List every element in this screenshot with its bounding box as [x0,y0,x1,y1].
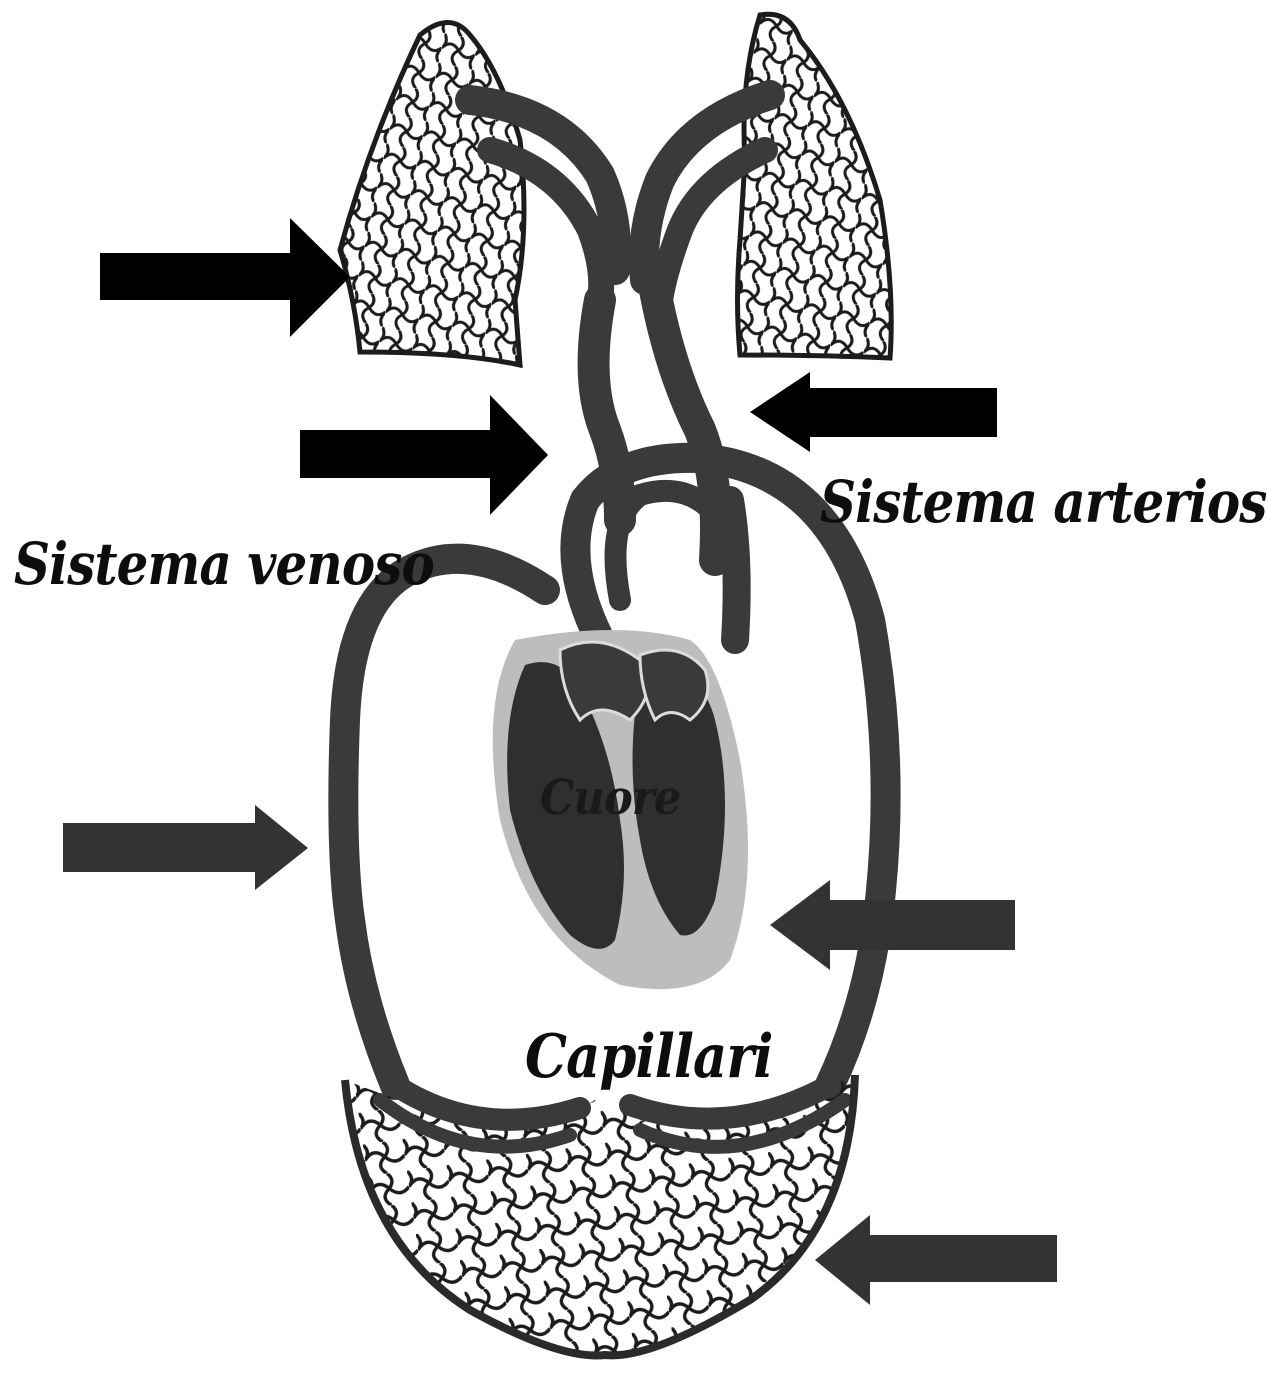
arrow-lungs-left [100,218,350,337]
label-arterial-system: Sistema arterioso [820,468,1267,536]
arrow-vena-cava [63,805,308,890]
label-venous-system: Sistema venoso [14,530,434,598]
label-heart: Cuore [540,770,680,826]
label-capillaries: Capillari [525,1022,773,1092]
arrow-capillaries [815,1215,1057,1305]
left-lung [340,23,524,366]
capillary-network [330,1060,870,1370]
arrow-pulmonary-artery [750,372,997,452]
right-lung [738,14,892,358]
arrow-pulmonary-vein [300,395,548,515]
